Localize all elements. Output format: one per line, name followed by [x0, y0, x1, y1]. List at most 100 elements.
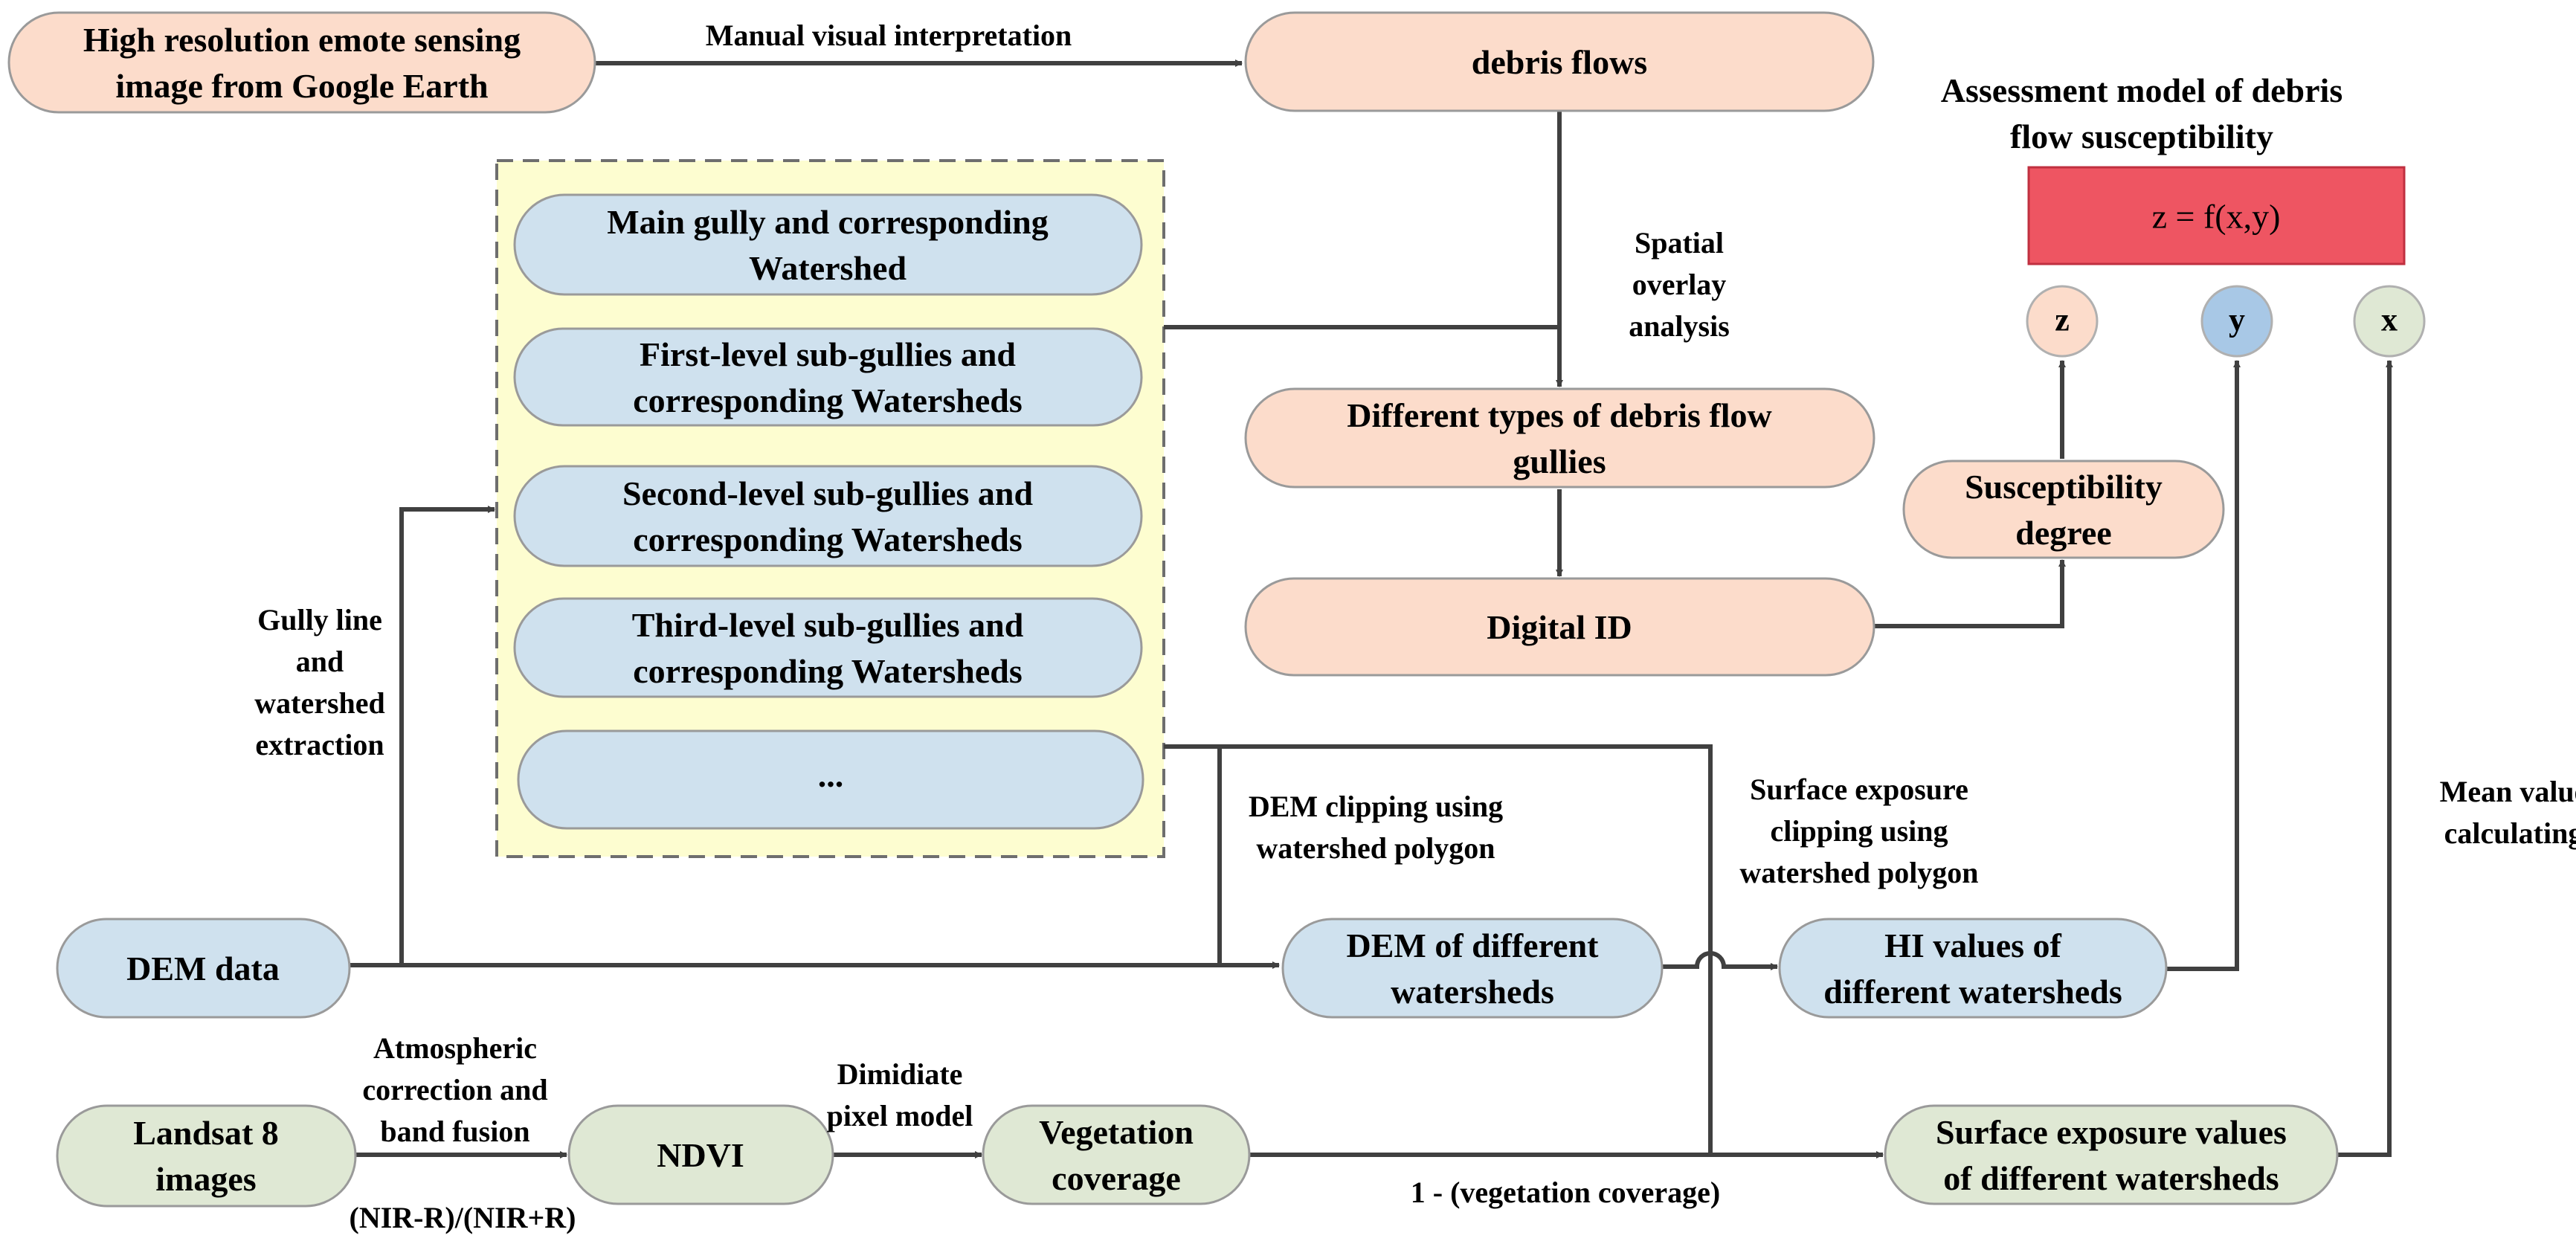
debris-flows-label-line: debris flows [1472, 43, 1647, 81]
node-debris-flows: debris flows [1244, 11, 1875, 112]
google-earth-label-line: image from Google Earth [115, 67, 488, 105]
digital-id-label-line: Digital ID [1487, 608, 1632, 646]
gully-types-label-line: gullies [1513, 442, 1606, 480]
model-formula: z = f(x,y) [2152, 198, 2281, 236]
arrow-hi-to-y [2166, 360, 2241, 971]
dem-watersheds-label-line: DEM of different [1347, 926, 1600, 964]
node-landsat: Landsat 8 images [56, 1104, 357, 1208]
second-level-label: Second-level sub-gullies and correspondin… [622, 474, 1034, 558]
gully-types-label: Different types of debris flow gullies [1347, 396, 1772, 480]
hi-values-label-line: HI values of [1884, 926, 2061, 964]
first-level-label-line: First-level sub-gullies and [640, 335, 1016, 373]
node-dem-data: DEM data [56, 918, 351, 1019]
label-dem-clipping-line: watershed polygon [1256, 831, 1495, 865]
dem-watersheds-label-line: watersheds [1391, 973, 1554, 1011]
node-ellipsis: ... [517, 729, 1144, 830]
label-spatial-overlay-line: overlay [1632, 268, 1727, 301]
label-gully-line-extraction-line: watershed [254, 686, 385, 720]
node-digital-id: Digital ID [1244, 577, 1875, 677]
hi-values-label: HI values of different watersheds [1823, 926, 2122, 1011]
variable-z-label: z [2055, 302, 2070, 338]
ellipsis-label-line: ... [818, 756, 844, 794]
third-level-label-line: Third-level sub-gullies and [632, 606, 1024, 644]
label-surface-clipping-line: clipping using [1770, 814, 1948, 848]
label-surface-clipping-line: Surface exposure [1750, 773, 1968, 806]
arrow-surface-exposure-to-x [2337, 360, 2393, 1157]
first-level-label-line: corresponding Watersheds [633, 381, 1023, 419]
variable-z: z [2026, 285, 2099, 358]
label-gully-line-extraction-line: and [296, 645, 344, 678]
arrow-digital-id-to-susceptibility [1874, 559, 2066, 628]
ndvi-label-line: NDVI [657, 1136, 744, 1174]
node-vegetation-coverage: Vegetation coverage [982, 1104, 1251, 1205]
ndvi-label: NDVI [657, 1136, 744, 1174]
hi-values-label-line: different watersheds [1823, 973, 2122, 1011]
landsat-label: Landsat 8 images [133, 1114, 279, 1198]
label-gully-line-extraction-line: Gully line [257, 603, 382, 636]
label-one-minus-vegetation: 1 - (vegetation coverage) [1411, 1176, 1720, 1209]
node-ndvi: NDVI [567, 1104, 834, 1205]
surface-exposure-label-line: of different watersheds [1943, 1159, 2279, 1197]
label-atmospheric-correction-line: correction and [362, 1073, 547, 1106]
third-level-label: Third-level sub-gullies and corresponding… [632, 606, 1024, 690]
landsat-label-line: images [155, 1160, 256, 1198]
gully-types-label-line: Different types of debris flow [1347, 396, 1772, 434]
third-level-label-line: corresponding Watersheds [633, 652, 1023, 690]
label-mean-value-line: calculating [2444, 816, 2576, 850]
node-susceptibility-degree: Susceptibility degree [1902, 460, 2225, 559]
label-mean-value: Mean value calculating [2440, 775, 2576, 850]
surface-exposure-label: Surface exposure values of different wate… [1936, 1113, 2287, 1197]
node-surface-exposure: Surface exposure values of different wate… [1884, 1104, 2339, 1205]
connectors [350, 59, 2393, 1158]
label-manual-interpretation-line: Manual visual interpretation [706, 19, 1072, 52]
model-title-line: Assessment model of debris [1941, 71, 2342, 109]
second-level-label-line: corresponding Watersheds [633, 521, 1023, 558]
label-dimidiate-pixel-model-line: Dimidiate [837, 1057, 963, 1091]
surface-exposure-label-line: Surface exposure values [1936, 1113, 2287, 1151]
label-one-minus-vegetation-line: 1 - (vegetation coverage) [1411, 1176, 1720, 1209]
google-earth-label-line: High resolution emote sensing [83, 21, 521, 59]
node-third-level: Third-level sub-gullies and corresponding… [513, 597, 1143, 698]
label-ndvi-formula-line: (NIR-R)/(NIR+R) [350, 1201, 576, 1234]
google-earth-label: High resolution emote sensing image from … [83, 21, 521, 105]
dem-data-label-line: DEM data [126, 950, 280, 987]
debris-flows-label: debris flows [1472, 43, 1647, 81]
main-gully-label-line: Watershed [749, 249, 907, 287]
line-group-to-surface-clipping [1164, 744, 1713, 1153]
arrow-dem-watersheds-to-hi [1662, 951, 1778, 970]
susceptibility-label: Susceptibility degree [1965, 468, 2163, 552]
digital-id-label: Digital ID [1487, 608, 1632, 646]
vegetation-label-line: coverage [1052, 1159, 1181, 1197]
label-dimidiate-pixel-model: Dimidiate pixel model [827, 1057, 973, 1132]
model-title-line: flow susceptibility [2010, 117, 2273, 155]
node-second-level: Second-level sub-gullies and correspondin… [513, 465, 1143, 567]
label-atmospheric-correction-line: band fusion [380, 1115, 529, 1148]
susceptibility-label-line: Susceptibility [1965, 468, 2163, 506]
label-dimidiate-pixel-model-line: pixel model [827, 1099, 973, 1132]
node-gully-types: Different types of debris flow gullies [1244, 387, 1875, 489]
label-mean-value-line: Mean value [2440, 775, 2576, 808]
model-formula-box: z = f(x,y) [2027, 166, 2406, 265]
label-spatial-overlay-line: analysis [1629, 309, 1730, 343]
dem-data-label: DEM data [126, 950, 280, 987]
node-hi-values: HI values of different watersheds [1778, 918, 2168, 1019]
susceptibility-label-line: degree [2015, 514, 2111, 552]
node-google-earth-image: High resolution emote sensing image from … [7, 11, 596, 114]
second-level-label-line: Second-level sub-gullies and [622, 474, 1034, 512]
line-group-to-dem-clipping [1164, 744, 1222, 965]
variable-x-label: x [2381, 302, 2398, 338]
label-spatial-overlay-line: Spatial [1635, 226, 1724, 260]
landsat-label-line: Landsat 8 [133, 1114, 279, 1152]
vegetation-label-line: Vegetation [1039, 1113, 1194, 1151]
label-surface-clipping-line: watershed polygon [1739, 856, 1978, 889]
main-gully-label-line: Main gully and corresponding [607, 203, 1048, 241]
label-ndvi-formula: (NIR-R)/(NIR+R) [350, 1201, 576, 1234]
first-level-label: First-level sub-gullies and corresponding… [633, 335, 1023, 419]
variable-y: y [2200, 285, 2273, 358]
